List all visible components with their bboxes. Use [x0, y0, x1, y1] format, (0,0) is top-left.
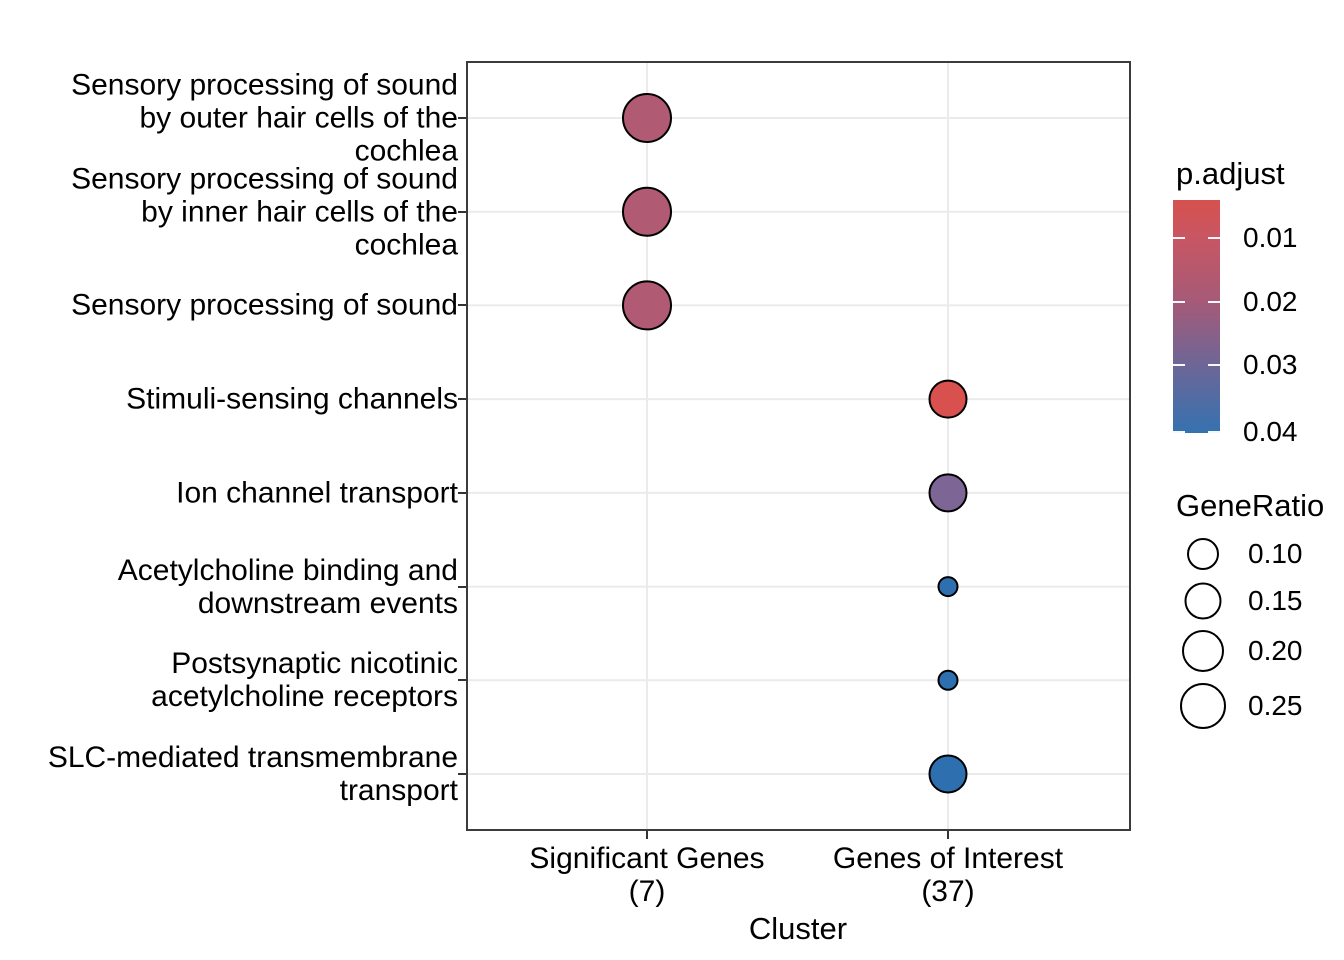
generatio-legend-title: GeneRatio [1176, 488, 1325, 523]
y-axis-label-line: Stimuli-sensing channels [126, 382, 458, 416]
y-axis-tick [458, 491, 466, 494]
y-axis-label-line: Postsynaptic nicotinic [171, 647, 458, 681]
y-axis-label-line: downstream events [197, 586, 458, 620]
colorbar-tick-label: 0.03 [1243, 348, 1298, 380]
y-axis-label: Sensory processing of sound [6, 289, 458, 322]
colorbar-tick [1208, 236, 1220, 239]
x-axis-label: Significant Genes(7) [422, 842, 872, 908]
colorbar-tick [1208, 301, 1220, 304]
y-axis-tick [458, 773, 466, 775]
colorbar-tick [1173, 301, 1185, 304]
y-axis-label-line: acetylcholine receptors [151, 680, 458, 714]
data-point [928, 754, 968, 794]
x-axis-label-line: Genes of Interest [832, 842, 1064, 875]
data-point [622, 186, 672, 237]
y-axis-label-line: Acetylcholine binding and [117, 553, 458, 587]
x-axis-label: Genes of Interest(37) [723, 842, 1173, 908]
data-point [928, 473, 968, 513]
y-axis-label-line: Ion channel transport [176, 476, 458, 510]
y-axis-label-line: Sensory processing of sound [71, 162, 458, 196]
y-axis-label-line: Sensory processing of sound [71, 288, 458, 322]
x-axis-title: Cluster [748, 911, 848, 946]
y-axis-tick [458, 117, 466, 119]
y-axis-label-line: cochlea [354, 134, 458, 168]
data-point [622, 93, 672, 143]
colorbar-tick [1173, 236, 1185, 239]
generatio-size-circle [1182, 630, 1224, 672]
generatio-size-label: 0.10 [1248, 538, 1303, 569]
y-axis-label: Stimuli-sensing channels [6, 383, 458, 416]
y-axis-label-line: by inner hair cells of the [141, 195, 458, 229]
x-axis-label-line: (7) [628, 875, 666, 908]
y-axis-label-line: cochlea [354, 228, 458, 262]
colorbar-tick-label: 0.02 [1243, 286, 1298, 318]
padjust-legend-title: p.adjust [1176, 156, 1285, 191]
y-axis-label-line: SLC-mediated transmembrane [47, 741, 458, 774]
data-point [928, 379, 968, 419]
y-axis-tick [458, 679, 466, 682]
generatio-size-circle [1180, 683, 1226, 729]
colorbar-tick [1208, 430, 1220, 433]
y-axis-label-line: transport [339, 774, 458, 807]
y-axis-tick [458, 210, 466, 213]
generatio-size-label: 0.15 [1248, 585, 1303, 616]
y-axis-tick [458, 398, 466, 401]
y-axis-tick [458, 585, 466, 588]
x-axis-label-line: Significant Genes [529, 842, 765, 875]
colorbar-tick-label: 0.01 [1243, 221, 1298, 253]
data-point [622, 280, 672, 331]
padjust-colorbar [1173, 200, 1220, 433]
colorbar-tick [1173, 430, 1185, 433]
colorbar-tick-label: 0.04 [1243, 415, 1298, 447]
x-axis-tick [646, 831, 648, 839]
generatio-size-label: 0.25 [1248, 690, 1303, 721]
x-axis-label-line: (37) [921, 875, 975, 908]
plot-area-svg [468, 63, 1129, 829]
generatio-size-label: 0.20 [1248, 635, 1303, 666]
generatio-size-circle [1187, 538, 1219, 570]
y-axis-tick [458, 304, 466, 307]
y-axis-label: Ion channel transport [6, 476, 458, 509]
plot-panel [466, 61, 1131, 831]
y-axis-label-line: by outer hair cells of the [139, 101, 458, 135]
colorbar-tick [1208, 363, 1220, 366]
generatio-size-circle [1184, 582, 1222, 620]
data-point [937, 669, 959, 691]
y-axis-label-line: Sensory processing of sound [71, 68, 458, 102]
x-axis-tick [947, 831, 949, 839]
colorbar-tick [1173, 363, 1185, 366]
data-point [937, 576, 959, 598]
